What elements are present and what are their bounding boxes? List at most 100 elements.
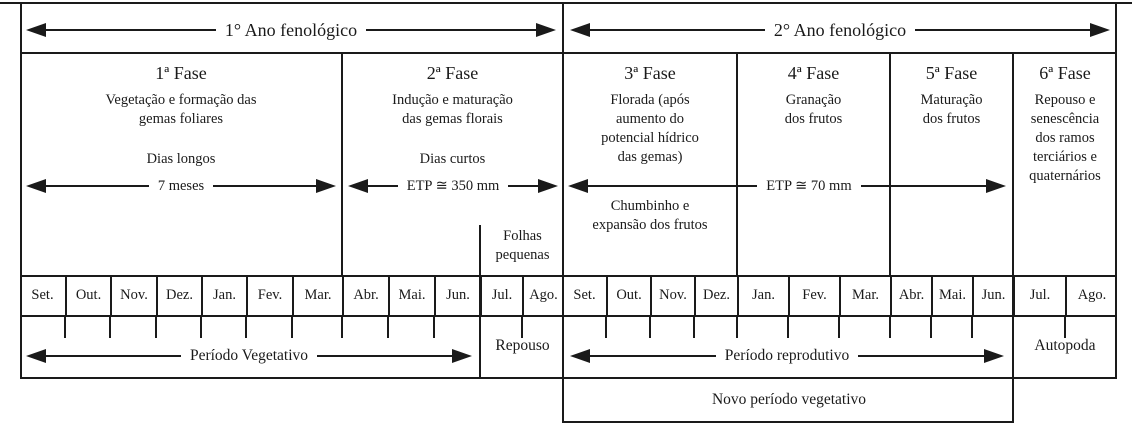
periodo-vegetativo-label: Período Vegetativo bbox=[189, 347, 309, 364]
arrow-shaft bbox=[368, 185, 398, 187]
month-cell: Mar. bbox=[839, 275, 890, 315]
month-cell: Mar. bbox=[292, 275, 342, 315]
month-cell: Out. bbox=[65, 275, 110, 315]
etp-350-arrow: ETP ≅ 350 mm bbox=[348, 174, 559, 198]
right-arrowhead-icon bbox=[452, 349, 473, 363]
sete-meses-label: 7 meses bbox=[157, 178, 205, 194]
line-months-top bbox=[20, 275, 1117, 277]
etp-350-label: ETP ≅ 350 mm bbox=[406, 178, 500, 194]
month-cell: Nov. bbox=[110, 275, 156, 315]
arrow-shaft bbox=[590, 29, 765, 31]
right-arrowhead-icon bbox=[536, 23, 556, 37]
arrow-shaft bbox=[915, 29, 1090, 31]
month-cell: Jun. bbox=[434, 275, 480, 315]
arrow-shaft bbox=[858, 355, 985, 357]
line-phase3-4 bbox=[736, 52, 738, 277]
arrow-shaft bbox=[213, 185, 316, 187]
phase-6-cell: 6ª Fase Repouso e senescência dos ramos … bbox=[1013, 52, 1117, 275]
year2-span-arrow: 2° Ano fenológico bbox=[570, 18, 1110, 42]
arrow-shaft bbox=[317, 355, 453, 357]
line-year-divider bbox=[562, 2, 564, 423]
dias-curtos-label: Dias curtos bbox=[419, 151, 486, 167]
month-tick bbox=[341, 315, 343, 338]
month-cell: Mai. bbox=[931, 275, 972, 315]
folhas-pequenas-cell: Folhas pequenas bbox=[495, 228, 550, 263]
month-tick bbox=[971, 315, 973, 338]
phase-4-title: 4ª Fase bbox=[787, 63, 840, 83]
month-tick bbox=[930, 315, 932, 338]
etp-70-arrow: ETP ≅ 70 mm bbox=[568, 174, 1006, 198]
right-arrowhead-icon bbox=[986, 179, 1006, 193]
line-top-border bbox=[0, 2, 1132, 4]
month-tick bbox=[649, 315, 651, 338]
month-tick bbox=[479, 315, 481, 338]
year1-label: 1° Ano fenológico bbox=[224, 20, 358, 40]
chumbinho-label: Chumbinho e expansão dos frutos bbox=[592, 198, 708, 233]
month-cell: Fev. bbox=[788, 275, 839, 315]
year2-label: 2° Ano fenológico bbox=[773, 20, 907, 40]
month-cell: Jan. bbox=[737, 275, 788, 315]
month-tick bbox=[1064, 315, 1066, 338]
month-cell: Fev. bbox=[246, 275, 292, 315]
month-tick bbox=[521, 315, 523, 338]
periodo-reprodutivo-label: Período reprodutivo bbox=[724, 347, 850, 364]
phase-4-desc: Granação dos frutos bbox=[784, 92, 843, 127]
line-novo-bottom bbox=[563, 421, 1014, 423]
month-cell: Abr. bbox=[342, 275, 388, 315]
line-phase4-5 bbox=[889, 52, 891, 277]
arrow-shaft bbox=[508, 185, 539, 187]
month-cell: Jun. bbox=[972, 275, 1013, 315]
month-tick bbox=[245, 315, 247, 338]
phase-2-title: 2ª Fase bbox=[426, 63, 479, 83]
month-tick bbox=[693, 315, 695, 338]
left-arrowhead-icon bbox=[26, 23, 46, 37]
phase-6-desc: Repouso e senescência dos ramos terciári… bbox=[1029, 92, 1101, 184]
left-arrowhead-icon bbox=[26, 179, 46, 193]
arrow-shaft bbox=[860, 185, 986, 187]
month-cell: Ago. bbox=[522, 275, 563, 315]
line-header-bottom bbox=[20, 52, 1117, 54]
line-left-border bbox=[20, 2, 22, 379]
periodo-vegetativo-arrow: Período Vegetativo bbox=[26, 344, 473, 368]
month-cell: Jul. bbox=[480, 275, 522, 315]
left-arrowhead-icon bbox=[348, 179, 368, 193]
phase-2-cell: 2ª Fase Indução e maturação das gemas fl… bbox=[342, 52, 563, 275]
arrow-shaft bbox=[590, 355, 716, 357]
month-tick bbox=[291, 315, 293, 338]
month-cell: Set. bbox=[31, 287, 54, 303]
phase-3-title: 3ª Fase bbox=[624, 63, 676, 83]
month-cell: Ago. bbox=[1065, 275, 1117, 315]
month-tick bbox=[605, 315, 607, 338]
novo-periodo-box: Novo período vegetativo bbox=[711, 390, 867, 408]
month-cell: Nov. bbox=[650, 275, 694, 315]
arrow-shaft bbox=[46, 29, 216, 31]
right-arrowhead-icon bbox=[316, 179, 336, 193]
phase-5-desc: Maturação dos frutos bbox=[920, 92, 983, 127]
arrow-shaft bbox=[46, 185, 149, 187]
month-cell: Jul. bbox=[1013, 275, 1065, 315]
month-tick bbox=[433, 315, 435, 338]
arrow-shaft bbox=[46, 355, 181, 357]
month-tick bbox=[387, 315, 389, 338]
arrow-shaft bbox=[588, 185, 758, 187]
etp-70-label: ETP ≅ 70 mm bbox=[766, 178, 852, 194]
line-phase1-2 bbox=[341, 52, 343, 277]
dias-longos-label: Dias longos bbox=[146, 151, 216, 167]
year1-span-arrow: 1° Ano fenológico bbox=[26, 18, 556, 42]
left-arrowhead-icon bbox=[570, 23, 590, 37]
sete-meses-arrow: 7 meses bbox=[26, 174, 336, 198]
right-arrowhead-icon bbox=[538, 179, 559, 193]
month-cell: Out. bbox=[606, 275, 650, 315]
month-cell: Mai. bbox=[388, 275, 434, 315]
phase-1-title: 1ª Fase bbox=[155, 63, 207, 83]
month-cell: Jan. bbox=[201, 275, 246, 315]
month-tick bbox=[889, 315, 891, 338]
month-tick bbox=[787, 315, 789, 338]
line-months-bottom bbox=[20, 315, 1117, 317]
arrow-shaft bbox=[366, 29, 536, 31]
month-cell: Dez. bbox=[694, 275, 737, 315]
repouso-cell: Repouso bbox=[495, 337, 550, 354]
right-arrowhead-icon bbox=[1090, 23, 1110, 37]
phase-3-desc: Florada (após aumento do potencial hídri… bbox=[601, 92, 699, 165]
